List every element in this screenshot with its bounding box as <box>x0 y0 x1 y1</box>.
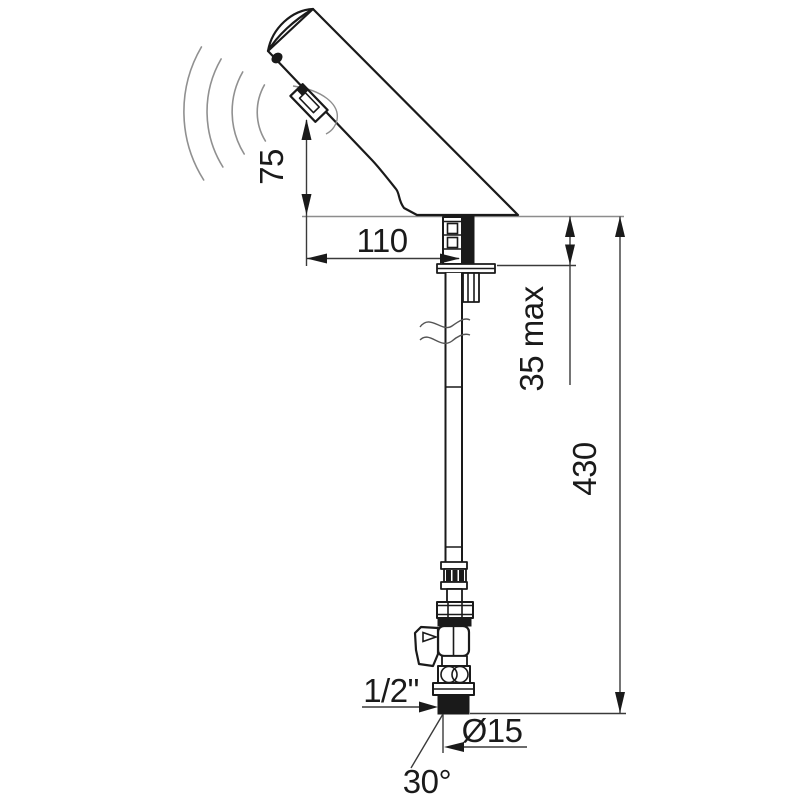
dim-sensor-height: 75 <box>253 119 312 266</box>
hex-nut <box>436 601 474 619</box>
dim-35max-label: 35 max <box>513 285 550 391</box>
outlet-detail-line <box>292 85 338 135</box>
valve-lever <box>413 625 440 668</box>
dim-110-label: 110 <box>356 222 407 259</box>
dim-total-height: 430 <box>470 216 626 715</box>
dim-reach: 110 <box>306 222 460 264</box>
shank-section-bar <box>461 216 475 265</box>
angle-label: 30° <box>403 763 451 800</box>
supply-pipe <box>419 272 471 563</box>
fixing-nut <box>462 272 480 303</box>
label-inlet-thread: 1/2" <box>362 672 438 713</box>
sensor-waves-icon <box>183 46 267 181</box>
faucet-spout <box>266 7 520 217</box>
label-chamfer-angle: 30° <box>403 713 452 800</box>
hose-fittings <box>436 561 474 619</box>
pipe-break-icon <box>419 318 471 344</box>
stop-valve <box>413 617 475 715</box>
dim-430-label: 430 <box>566 442 603 496</box>
spout-outlet <box>289 83 329 123</box>
thread-label: 1/2" <box>363 672 419 709</box>
sensor-eye-icon <box>271 52 283 64</box>
mounting-assembly <box>436 216 496 303</box>
spout-end-cap <box>266 7 315 53</box>
diameter-label: Ø15 <box>462 712 523 749</box>
dim-deck-thickness: 35 max <box>497 216 576 392</box>
inlet-thread <box>437 694 470 715</box>
dim-75-label: 75 <box>253 149 290 185</box>
label-pipe-diameter: Ø15 <box>444 712 527 752</box>
